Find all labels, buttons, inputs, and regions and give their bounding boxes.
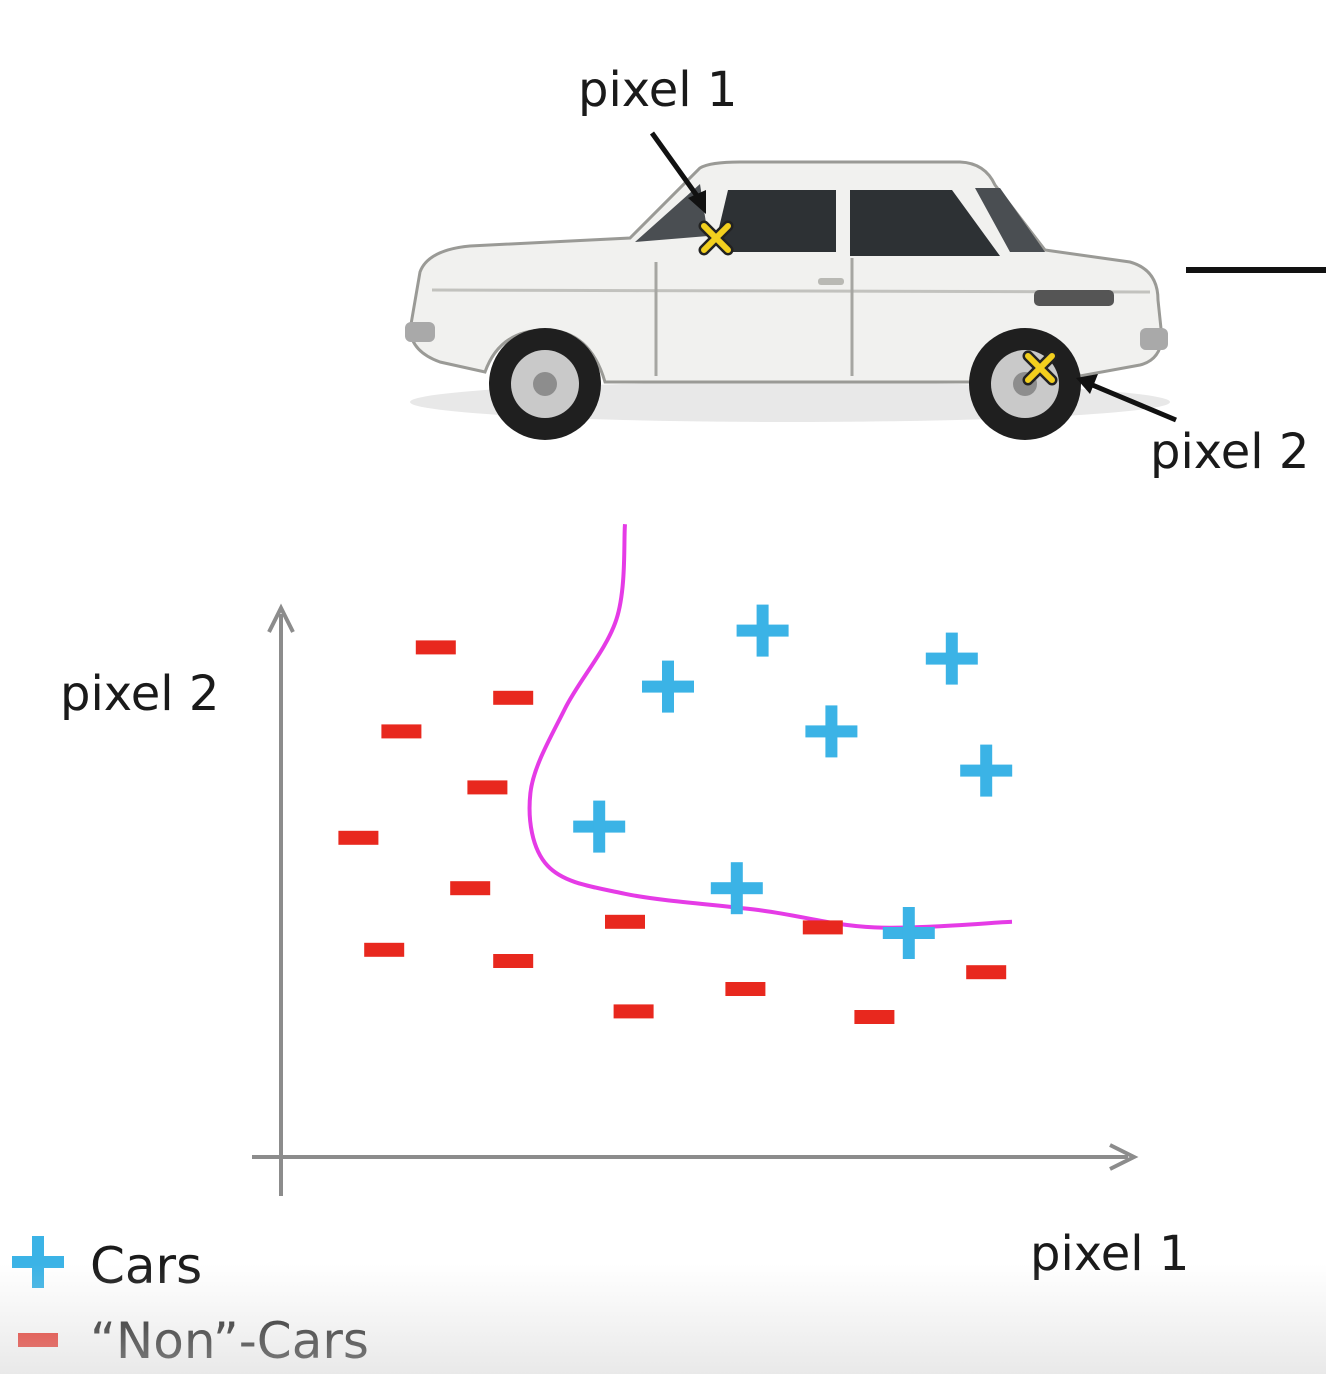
car-point [882, 907, 935, 959]
non-car-point [966, 965, 1007, 980]
car-point [805, 705, 858, 758]
car-front-window [718, 190, 836, 252]
legend-label-non-cars: “Non”-Cars [90, 1312, 369, 1370]
pixel2-marker-icon [1022, 350, 1058, 386]
non-car-point [493, 690, 534, 705]
car-point [573, 800, 626, 853]
data-points [338, 604, 1013, 1024]
car-door-handle [818, 278, 844, 285]
pixel2-callout: pixel 2 [1150, 424, 1309, 480]
car-point [925, 632, 978, 685]
non-car-point [605, 914, 645, 929]
car-front-wheel [489, 328, 601, 440]
car-vent [1034, 290, 1114, 306]
legend-item-cars: Cars [12, 1236, 202, 1295]
car-beltline [431, 288, 1151, 294]
non-car-point [381, 724, 422, 739]
non-car-point [338, 830, 379, 845]
pixel2-arrow-icon [1076, 374, 1177, 423]
legend-item-non-cars: “Non”-Cars [18, 1312, 369, 1370]
pixel1-arrow-icon [649, 131, 706, 214]
car-back-glass [975, 188, 1045, 252]
scatter-plot: pixel 2 pixel 1 [60, 524, 1189, 1282]
non-car-point [364, 942, 405, 957]
non-car-point [854, 1010, 895, 1024]
non-car-point [725, 982, 766, 996]
car-door-lines [654, 258, 854, 376]
non-car-point [467, 780, 508, 795]
car-point [960, 744, 1013, 797]
y-axis-label: pixel 2 [60, 666, 219, 722]
car-front-bumper [405, 322, 435, 342]
car-illustration: pixel 1 pixel 2 [405, 62, 1326, 480]
non-car-point [802, 920, 843, 935]
pixel1-marker-icon [698, 220, 734, 256]
car-rear-window [850, 190, 1000, 256]
legend-minus-mark [18, 1333, 58, 1347]
car-rear-bumper [1140, 328, 1168, 350]
car-point [710, 862, 763, 915]
non-car-point [613, 1004, 654, 1019]
legend-plus-icon [12, 1236, 64, 1288]
legend-label-cars: Cars [90, 1237, 202, 1295]
non-car-point [493, 954, 534, 968]
car-point [642, 660, 694, 713]
non-car-point [415, 640, 456, 655]
legend-minus-icon [18, 1333, 58, 1347]
legend: Cars “Non”-Cars [12, 1236, 369, 1370]
non-car-point [450, 881, 491, 896]
legend-plus-mark [12, 1236, 64, 1288]
x-axis-label: pixel 1 [1030, 1226, 1189, 1282]
x-axis-arrowhead-icon [1109, 1143, 1139, 1171]
decision-boundary [527, 524, 1013, 930]
pixel1-callout: pixel 1 [578, 62, 737, 118]
y-axis-arrowhead-icon [267, 603, 295, 633]
car-point [736, 604, 789, 657]
